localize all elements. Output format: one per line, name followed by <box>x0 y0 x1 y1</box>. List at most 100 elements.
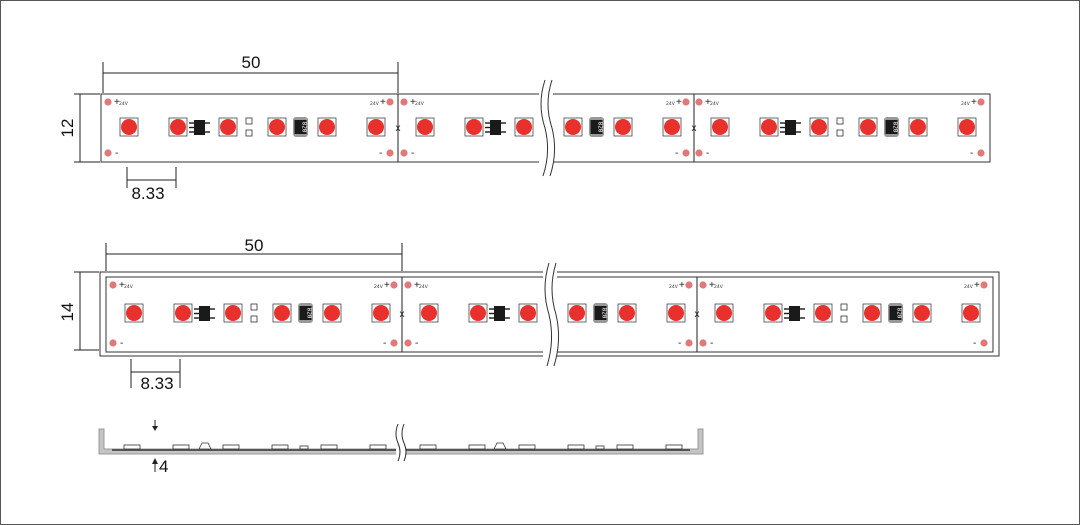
profile-led <box>320 444 338 450</box>
solder-pad-minus <box>695 149 703 157</box>
solder-pad-plus <box>682 98 690 106</box>
led-lens <box>619 305 635 321</box>
side-profile: 4 <box>98 420 704 476</box>
led <box>813 303 833 323</box>
break-gap <box>539 80 553 176</box>
led <box>662 117 682 137</box>
minus-label: - <box>973 338 976 349</box>
led-lens <box>765 305 781 321</box>
led <box>168 117 188 137</box>
driver-ic <box>485 120 506 135</box>
dim-width-12: 12 <box>58 93 100 163</box>
solder-pad-minus <box>390 339 398 347</box>
plus-label: + <box>119 280 125 291</box>
led <box>317 117 337 137</box>
smd-capacitor <box>245 117 253 125</box>
segment-3: +24V-24V+-820 <box>695 97 985 159</box>
cut-mark: x <box>695 309 700 320</box>
led-lens <box>421 305 437 321</box>
plus-label: + <box>709 280 715 291</box>
resistor-body <box>594 306 607 320</box>
solder-pad-minus <box>682 149 690 157</box>
led <box>759 117 779 137</box>
led <box>223 303 243 323</box>
profile-led <box>271 444 289 450</box>
profile-ic <box>493 442 507 450</box>
dim-thickness: 4 <box>152 420 168 476</box>
resistor: 820 <box>293 117 308 137</box>
minus-label: - <box>678 338 681 349</box>
led <box>908 117 928 137</box>
led-lens <box>664 119 680 135</box>
plus-label: + <box>971 97 977 108</box>
smd-capacitor <box>836 117 844 125</box>
solder-pad-minus <box>699 339 707 347</box>
led <box>710 117 730 137</box>
led-lens <box>175 305 191 321</box>
led-lens <box>516 119 532 135</box>
resistor-code: 820 <box>597 122 604 133</box>
dim-label-4: 4 <box>159 457 168 476</box>
smd-capacitor <box>840 303 848 311</box>
profile-break-mark <box>395 423 407 462</box>
led <box>809 117 829 137</box>
solder-pad-minus <box>685 339 693 347</box>
profile-led <box>567 444 585 450</box>
led <box>666 303 686 323</box>
led <box>563 117 583 137</box>
profile-resistor <box>299 445 309 450</box>
ic-body <box>199 306 210 321</box>
led-lens <box>319 119 335 135</box>
led-lens <box>470 305 486 321</box>
resistor-body <box>294 120 307 134</box>
break-curve <box>544 262 553 367</box>
led <box>714 303 734 323</box>
led <box>272 303 292 323</box>
dim-segment-length-12: 50 <box>102 53 399 93</box>
profile-led <box>123 444 141 450</box>
break-curve <box>551 262 560 367</box>
led-lens <box>373 305 389 321</box>
led <box>858 117 878 137</box>
solder-pad-plus <box>980 281 988 289</box>
dim-label-8-33-bottom: 8.33 <box>140 374 173 393</box>
resistor-code: 820 <box>306 308 313 319</box>
voltage-label: 24V <box>370 101 380 107</box>
minus-label: - <box>411 148 414 159</box>
led-lens <box>417 119 433 135</box>
led <box>173 303 193 323</box>
solder-pad-minus <box>977 149 985 157</box>
resistor: 820 <box>888 303 903 323</box>
led <box>419 303 439 323</box>
ic-body <box>490 120 501 135</box>
plus-label: + <box>974 280 980 291</box>
cut-mark: x <box>692 123 697 134</box>
segment-3: +24V-24V+-820 <box>699 280 988 349</box>
plus-label: + <box>705 97 711 108</box>
minus-label: - <box>379 148 382 159</box>
smd-capacitor <box>245 129 253 137</box>
led-lens <box>668 305 684 321</box>
break-mark <box>539 79 556 177</box>
profile-led <box>369 444 387 450</box>
profile-led <box>172 444 190 450</box>
ic-body <box>494 306 505 321</box>
break-curve <box>547 79 556 177</box>
led-lens <box>466 119 482 135</box>
profile-components <box>123 442 683 450</box>
voltage-label: 24V <box>374 284 384 290</box>
solder-pad-plus <box>685 281 693 289</box>
voltage-label: 24V <box>961 101 971 107</box>
solder-pad-plus <box>104 98 112 106</box>
solder-pad-plus <box>977 98 985 106</box>
led-lens <box>864 305 880 321</box>
resistor: 820 <box>593 303 608 323</box>
resistor-body <box>889 306 902 320</box>
dim-label-14: 14 <box>58 303 77 322</box>
led <box>763 303 783 323</box>
profile-led <box>518 444 536 450</box>
